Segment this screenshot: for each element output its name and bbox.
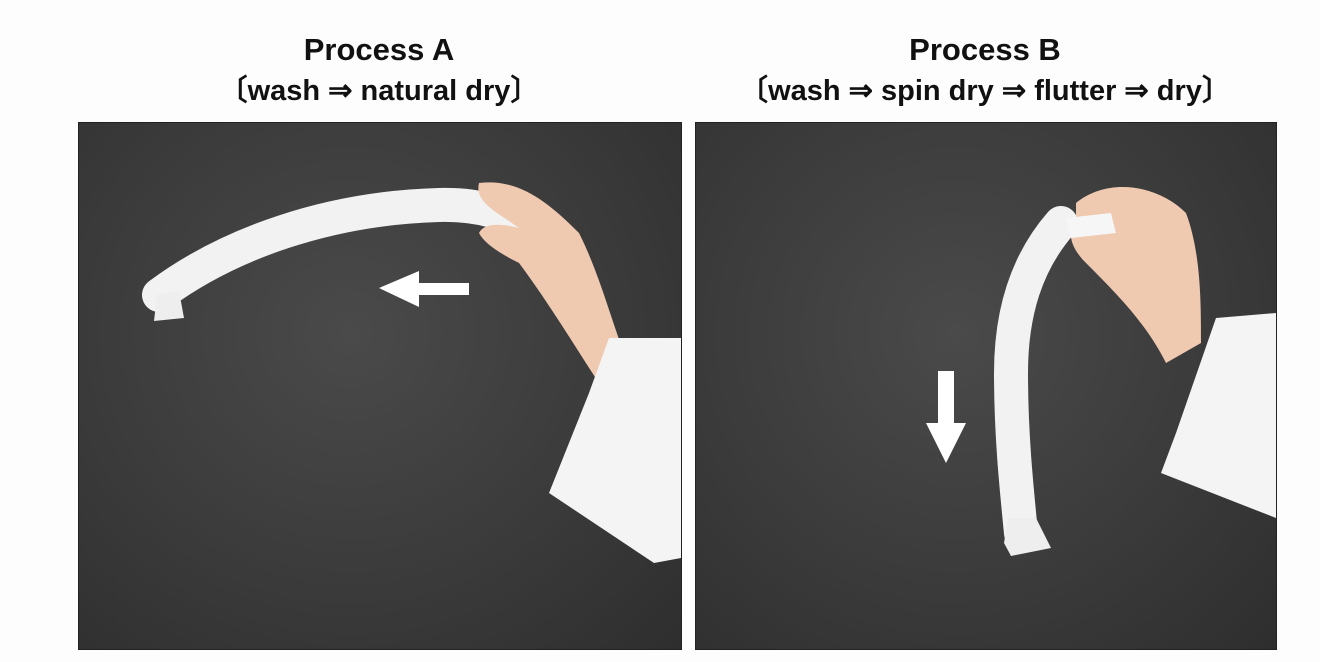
arrow-down-icon <box>926 371 966 463</box>
towel-hanging-illustration <box>926 186 1276 556</box>
photo-process-b <box>695 122 1277 650</box>
panel-a-subtitle: 〔wash ⇒ natural dry〕 <box>218 75 540 107</box>
towel-horizontal-illustration <box>142 182 681 563</box>
panel-b-title: Process B <box>909 32 1061 67</box>
panel-b-subtitle: 〔wash ⇒ spin dry ⇒ flutter ⇒ dry〕 <box>739 75 1231 107</box>
panel-a-title: Process A <box>303 32 455 67</box>
arrow-left-icon <box>379 271 469 307</box>
photo-process-a <box>78 122 682 650</box>
